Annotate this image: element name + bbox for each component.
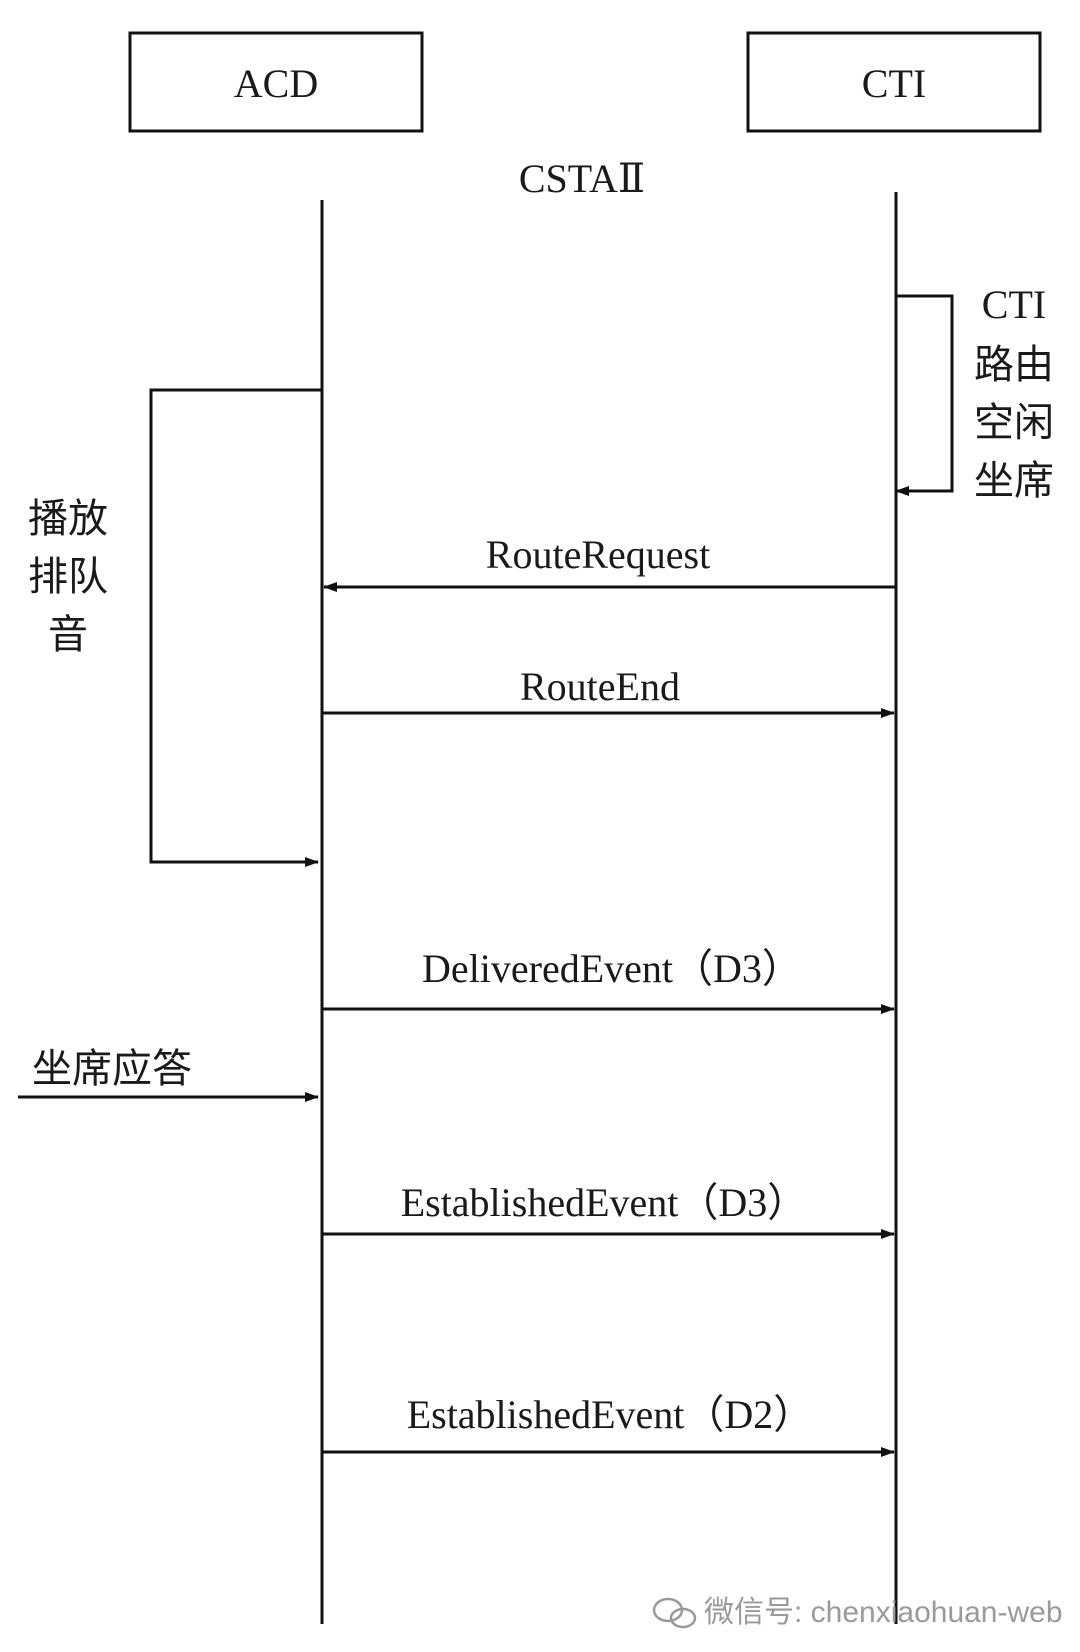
- participant-acd-label: ACD: [234, 61, 318, 106]
- cti-note-line-4: 坐席: [974, 458, 1054, 504]
- protocol-label: CSTAⅡ: [519, 156, 645, 201]
- watermark: 微信号: chenxiaohuan-web: [652, 1596, 1063, 1629]
- acd-note-line-2: 排队: [28, 554, 108, 600]
- message-established-event-d3-label: EstablishedEvent（D3）: [401, 1180, 808, 1225]
- wechat-icon: [652, 1597, 697, 1629]
- cti-self-note: CTI 路由 空闲 坐席: [974, 282, 1054, 504]
- acd-note-line-1: 播放: [28, 496, 108, 542]
- acd-self-note: 播放 排队 音: [28, 496, 108, 658]
- acd-queue-loop-arrow: [149, 388, 322, 867]
- watermark-text: 微信号: chenxiaohuan-web: [704, 1596, 1063, 1629]
- cti-note-line-3: 空闲: [974, 400, 1054, 446]
- participant-cti-box: [746, 31, 1042, 133]
- participant-cti-label: CTI: [862, 61, 926, 106]
- participant-acd-box: [128, 31, 424, 133]
- acd-note-line-3: 音: [48, 612, 88, 658]
- message-established-event-d2-label: EstablishedEvent（D2）: [407, 1392, 814, 1437]
- cti-self-loop-arrow: [895, 294, 954, 496]
- cti-note-line-2: 路由: [974, 342, 1054, 388]
- participant-acd: ACD: [128, 31, 424, 133]
- message-delivered-event-d3-label: DeliveredEvent（D3）: [422, 946, 802, 991]
- participant-cti: CTI: [746, 31, 1042, 133]
- cti-note-line-1: CTI: [982, 282, 1046, 327]
- message-route-request-label: RouteRequest: [486, 532, 710, 577]
- agent-answer-label: 坐席应答: [32, 1046, 192, 1092]
- message-route-end-label: RouteEnd: [520, 664, 680, 709]
